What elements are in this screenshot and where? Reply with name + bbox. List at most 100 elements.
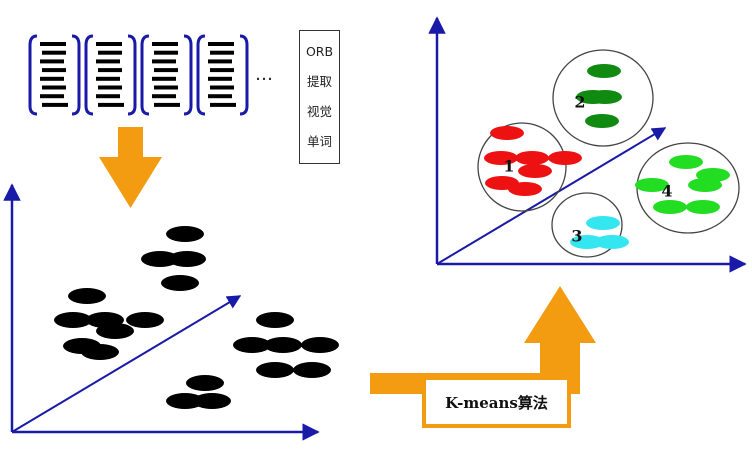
document-line bbox=[98, 102, 124, 107]
document-line bbox=[96, 94, 120, 99]
cluster-point bbox=[688, 178, 722, 192]
document-left-bracket bbox=[84, 34, 94, 116]
document-line bbox=[42, 85, 66, 90]
right-axes bbox=[428, 16, 747, 273]
cluster-boundary bbox=[551, 192, 623, 258]
document-line bbox=[42, 50, 66, 55]
cluster-boundary bbox=[552, 49, 654, 147]
data-point bbox=[301, 337, 339, 353]
document-line bbox=[96, 76, 120, 81]
cluster-point bbox=[508, 182, 542, 196]
cluster-1: 1 bbox=[477, 122, 582, 212]
document-right-bracket bbox=[71, 34, 81, 116]
cluster-point bbox=[669, 155, 703, 169]
document-left-bracket bbox=[196, 34, 206, 116]
data-point bbox=[141, 251, 179, 267]
document-line bbox=[152, 59, 176, 64]
document-line bbox=[98, 50, 122, 55]
document-left-bracket bbox=[28, 34, 38, 116]
document-icon-1 bbox=[28, 34, 81, 116]
data-point bbox=[54, 312, 92, 328]
data-point bbox=[96, 323, 134, 339]
cluster-4: 4 bbox=[635, 142, 740, 234]
document-line bbox=[210, 102, 236, 107]
document-line bbox=[40, 59, 64, 64]
data-point bbox=[68, 288, 106, 304]
kmeans-label-box: K-means算法 bbox=[422, 376, 571, 428]
elbow-arrow bbox=[370, 286, 596, 394]
cluster-point bbox=[585, 114, 619, 128]
data-point bbox=[126, 312, 164, 328]
document-line bbox=[208, 76, 232, 81]
orb-line-2: 提取 bbox=[306, 73, 332, 89]
data-point bbox=[168, 251, 206, 267]
cluster-label: 2 bbox=[574, 93, 585, 112]
document-line bbox=[210, 50, 234, 55]
data-point bbox=[293, 362, 331, 378]
orb-line-3: 视觉 bbox=[306, 103, 332, 119]
cluster-point bbox=[586, 216, 620, 230]
document-line bbox=[208, 42, 234, 46]
cluster-point bbox=[595, 235, 629, 249]
right-z-axis bbox=[436, 127, 667, 265]
cluster-label: 4 bbox=[661, 182, 672, 201]
cluster-boundary bbox=[477, 122, 567, 212]
document-line bbox=[154, 50, 178, 55]
unclustered-points bbox=[54, 226, 339, 409]
cluster-point bbox=[484, 151, 518, 165]
data-point bbox=[233, 337, 271, 353]
document-line bbox=[208, 94, 232, 99]
document-line bbox=[98, 85, 122, 90]
document-line bbox=[152, 94, 176, 99]
document-line bbox=[98, 68, 122, 73]
data-point bbox=[264, 337, 302, 353]
left-z-axis bbox=[11, 295, 242, 433]
data-point bbox=[166, 393, 204, 409]
cluster-label: 1 bbox=[503, 157, 514, 176]
document-left-bracket bbox=[140, 34, 150, 116]
down-arrow bbox=[99, 127, 162, 208]
cluster-2: 2 bbox=[552, 49, 654, 147]
document-right-bracket bbox=[127, 34, 137, 116]
cluster-point bbox=[490, 126, 524, 140]
document-line bbox=[96, 42, 122, 46]
cluster-point bbox=[570, 235, 604, 249]
feature-documents bbox=[28, 34, 249, 116]
cluster-label: 3 bbox=[571, 227, 582, 246]
document-line bbox=[42, 102, 68, 107]
kmeans-label: K-means算法 bbox=[445, 393, 548, 412]
orb-line-4: 单词 bbox=[306, 133, 332, 149]
data-point bbox=[256, 312, 294, 328]
document-line bbox=[154, 68, 178, 73]
document-icon-2 bbox=[84, 34, 137, 116]
data-point bbox=[166, 226, 204, 242]
more-documents-ellipsis: … bbox=[255, 64, 274, 85]
clusters: 1 2 3 4 bbox=[477, 49, 740, 258]
cluster-point bbox=[518, 164, 552, 178]
cluster-point bbox=[653, 200, 687, 214]
cluster-point bbox=[686, 200, 720, 214]
document-icon-4 bbox=[196, 34, 249, 116]
document-line bbox=[96, 59, 120, 64]
document-line bbox=[152, 42, 178, 46]
cluster-point bbox=[588, 90, 622, 104]
left-axes bbox=[3, 183, 320, 441]
document-line bbox=[40, 94, 64, 99]
cluster-point bbox=[635, 178, 669, 192]
document-line bbox=[210, 68, 234, 73]
orb-extract-box: ORB 提取 视觉 单词 bbox=[299, 30, 340, 164]
document-line bbox=[42, 68, 66, 73]
cluster-3: 3 bbox=[551, 192, 629, 258]
document-line bbox=[152, 76, 176, 81]
document-line bbox=[210, 85, 234, 90]
cluster-point bbox=[515, 151, 549, 165]
data-point bbox=[186, 375, 224, 391]
document-line bbox=[154, 102, 180, 107]
data-point bbox=[161, 275, 199, 291]
document-right-bracket bbox=[183, 34, 193, 116]
data-point bbox=[81, 344, 119, 360]
cluster-point bbox=[587, 64, 621, 78]
document-right-bracket bbox=[239, 34, 249, 116]
